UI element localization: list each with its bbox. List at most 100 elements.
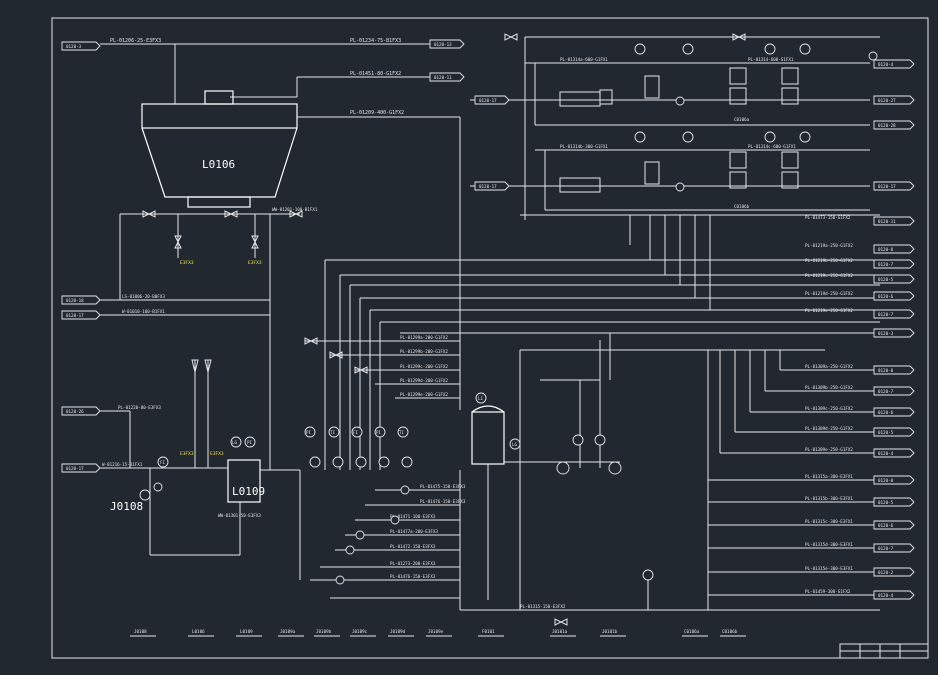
svg-text:0120-17: 0120-17 [479,98,497,103]
offpage-connector-cooler-in-2[interactable]: 0120-17 [474,181,510,191]
lower-line-2: PL-01476-150-E3FX3 [420,499,466,504]
svg-text:L0106: L0106 [192,629,205,634]
svg-text:PL-01315e-300-E3FX1: PL-01315e-300-E3FX1 [805,566,853,571]
line-label-left-1: LS-01006-20-B0FX3 [122,294,165,299]
branch-arrows [629,215,711,310]
pump-j0101a-symbol [556,461,570,475]
offpage-connector-left-4[interactable]: 0120-17 [61,463,101,473]
svg-text:0120-8: 0120-8 [878,478,894,483]
svg-text:PL-01315a-300-E3FX1: PL-01315a-300-E3FX1 [805,474,853,479]
svg-text:0120-17: 0120-17 [878,184,896,189]
mid-line-1: PL-01299a-200-G1FX2 [400,335,448,340]
svg-text:PL-01309e-250-G1FX2: PL-01309e-250-G1FX2 [805,447,853,452]
svg-text:PL-01314a-600-G1FX1: PL-01314a-600-G1FX1 [560,57,608,62]
svg-text:LI: LI [478,396,484,401]
svg-text:0120-18: 0120-18 [66,298,84,303]
svg-text:PL-01314b-300-G1FX1: PL-01314b-300-G1FX1 [560,144,608,149]
svg-text:E3FX3: E3FX3 [210,451,224,457]
offpage-connector-top-2[interactable]: 0120-11 [429,72,465,82]
tank-label: L0109 [232,485,265,498]
svg-text:0120-17: 0120-17 [479,184,497,189]
right-branch-lines [708,350,880,596]
svg-text:0120-6: 0120-6 [878,294,894,299]
svg-text:0120-11: 0120-11 [434,75,452,80]
svg-text:TI: TI [330,430,336,435]
svg-text:PI: PI [376,430,382,435]
pump-j0101b-symbol [608,461,622,475]
svg-text:C0106b: C0106b [722,629,738,634]
svg-text:PL-01219d-250-G1FX2: PL-01219d-250-G1FX2 [805,291,853,296]
svg-text:PL-01219a-250-G1FX2: PL-01219a-250-G1FX2 [805,243,853,248]
svg-text:TI: TI [399,430,405,435]
instrument-row: PI TI FI PI TI [304,426,413,468]
svg-text:PL-01315d-300-E3FX1: PL-01315d-300-E3FX1 [805,542,853,547]
svg-text:J0101b: J0101b [602,629,618,634]
svg-text:J0101a: J0101a [552,629,568,634]
svg-text:PL-01314c-600-G1FX1: PL-01314c-600-G1FX1 [748,144,796,149]
svg-text:0120-7: 0120-7 [878,312,894,317]
lower-line-3: PL-01471-100-E3FX3 [390,514,436,519]
svg-text:0120-4: 0120-4 [878,62,894,67]
svg-text:0120-4: 0120-4 [878,451,894,456]
hopper-label: L0106 [202,158,235,171]
svg-text:E3FX3: E3FX3 [180,451,194,457]
svg-text:L0109: L0109 [240,629,253,634]
svg-text:0120-5: 0120-5 [878,500,894,505]
svg-text:PL-01309b-250-G1FX2: PL-01309b-250-G1FX2 [805,385,853,390]
offpage-connector-cooler-in-1[interactable]: 0120-17 [474,95,510,105]
svg-text:0120-27: 0120-27 [878,98,896,103]
equipment-legend: J0108 L0106 L0109 J0109a J0109b J0109c J… [130,629,746,637]
svg-text:WW-01301-50-E3FX3: WW-01301-50-E3FX3 [218,513,261,518]
svg-text:WW-01201-100-B1FX1: WW-01201-100-B1FX1 [272,207,318,212]
svg-text:PL-01309a-250-G1FX2: PL-01309a-250-G1FX2 [805,364,853,369]
svg-text:PL-01309d-250-G1FX2: PL-01309d-250-G1FX2 [805,426,853,431]
svg-text:J0109c: J0109c [352,629,368,634]
svg-text:0120-2: 0120-2 [878,570,894,575]
svg-text:0120-4: 0120-4 [878,593,894,598]
svg-text:0120-7: 0120-7 [878,546,894,551]
svg-text:0120-17: 0120-17 [66,466,84,471]
line-label-top-left: PL-01206-25-E3FX3 [110,38,161,44]
vessel-f0101: LI LG [471,392,521,465]
cooler-label-a: C0106a [734,117,750,122]
offpage-connector-left-2[interactable]: 0120-17 [61,310,101,320]
lower-line-6: PL-01273-200-E3FX3 [390,561,436,566]
svg-text:0120-3: 0120-3 [66,44,82,49]
right-line-labels: PL-01473-150-G1FX2 PL-01219a-250-G1FX2 P… [805,215,853,594]
pump-j0108-symbol [139,489,151,501]
svg-text:0120-28: 0120-28 [878,123,896,128]
tank-l0109: L0109 LG PI [227,436,265,503]
line-label-top-2: PL-01451-80-G1FX2 [350,71,401,77]
offpage-connector-left-3[interactable]: 0120-26 [61,406,101,416]
svg-text:PL-01315c-300-E3FX1: PL-01315c-300-E3FX1 [805,519,853,524]
svg-text:PL-01314-600-G1FX1: PL-01314-600-G1FX1 [748,57,794,62]
svg-text:PL-01219c-250-G1FX2: PL-01219c-250-G1FX2 [805,273,853,278]
svg-text:0120-26: 0120-26 [66,409,84,414]
cooler-label-b: C0106b [734,204,750,209]
svg-text:PL-01309c-250-G1FX2: PL-01309c-250-G1FX2 [805,406,853,411]
svg-text:J0109a: J0109a [280,629,296,634]
valve-group [142,33,746,626]
svg-text:FI: FI [353,430,359,435]
lower-line-7: PL-01476-150-E3FX3 [390,574,436,579]
pump-label-j0108: J0108 [110,500,143,513]
offpage-connector-top-left[interactable]: 0120-3 [61,41,101,51]
mid-line-4: PL-01299d-200-G1FX2 [400,378,448,383]
hopper-l0106: L0106 [141,44,298,208]
svg-text:0120-3: 0120-3 [878,331,894,336]
svg-text:PL-01315b-300-E3FX1: PL-01315b-300-E3FX1 [805,496,853,501]
svg-text:J0109b: J0109b [316,629,332,634]
svg-text:LG: LG [232,440,238,445]
lower-line-1: PL-01475-150-E3FX3 [420,484,466,489]
svg-text:0120-8: 0120-8 [878,247,894,252]
mid-line-3: PL-01299c-200-G1FX2 [400,364,448,369]
svg-text:0120-5: 0120-5 [878,277,894,282]
svg-text:F0101: F0101 [482,629,495,634]
svg-text:PL-01219e-250-G1FX2: PL-01219e-250-G1FX2 [805,308,853,313]
right-connectors[interactable]: 0120-4 0120-27 0120-28 0120-17 0120-11 0… [873,59,915,600]
svg-text:0120-13: 0120-13 [434,42,452,47]
offpage-connector-left-1[interactable]: 0120-18 [61,295,101,305]
offpage-connector-top-1[interactable]: 0120-13 [429,39,465,49]
svg-text:0120-6: 0120-6 [878,523,894,528]
